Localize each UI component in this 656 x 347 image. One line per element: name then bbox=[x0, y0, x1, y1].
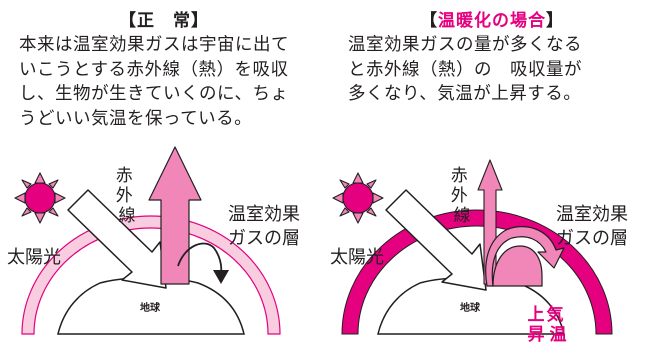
warming-heading: 【温暖化の場合】 bbox=[420, 11, 564, 31]
warming-diagram: 赤 外 線 温室効果 ガスの層 太陽光 地球 上 昇 気 温 bbox=[330, 159, 634, 345]
warming-panel: 【温暖化の場合】 温室効果ガスの量が多くなる と赤外線（熱）の 吸収量が 多くな… bbox=[328, 0, 656, 347]
warming-desc-line: 多くなり、気温が上昇する。 bbox=[348, 84, 582, 104]
normal-panel: 【正 常】 本来は温室効果ガスは宇宙に出て いこうとする赤外線（熱）を吸収 し、… bbox=[7, 11, 319, 335]
sunlight-label: 太陽光 bbox=[330, 247, 384, 268]
warming-description: 温室効果ガスの量が多くなる と赤外線（熱）の 吸収量が 多くなり、気温が上昇する… bbox=[348, 33, 643, 107]
normal-diagram: 赤 外 線 温室効果 ガスの層 太陽光 地球 bbox=[7, 146, 306, 335]
normal-title: 正 常 bbox=[137, 11, 191, 31]
absorbed-heat-body bbox=[492, 245, 543, 287]
absorbed-heat-arrow bbox=[485, 226, 565, 287]
infrared-label: 赤 外 線 bbox=[451, 166, 473, 226]
reflected-heat-arrow bbox=[177, 242, 223, 273]
reflected-arrowhead bbox=[213, 270, 229, 284]
normal-desc-line: し、生物が生きていくのに、ちょ bbox=[19, 84, 289, 104]
normal-desc-line: いこうとする赤外線（熱）を吸収 bbox=[19, 59, 289, 80]
sun-icon bbox=[14, 172, 66, 224]
normal-desc-line: 本来は温室効果ガスは宇宙に出て bbox=[19, 35, 289, 55]
normal-desc-line: うどいい気温を保っている。 bbox=[19, 108, 253, 129]
gas-layer-label: 温室効果 ガスの層 bbox=[228, 204, 306, 249]
earth-label: 地球 bbox=[460, 301, 481, 314]
infrared-label: 赤 外 線 bbox=[116, 166, 138, 226]
warming-title: 温暖化の場合 bbox=[438, 11, 546, 31]
normal-heading: 【正 常】 bbox=[119, 11, 209, 31]
sunlight-label: 太陽光 bbox=[7, 247, 61, 268]
warming-desc-line: と赤外線（熱）の 吸収量が bbox=[348, 59, 582, 80]
sunlight-arrow bbox=[385, 189, 487, 291]
normal-description: 本来は温室効果ガスは宇宙に出て いこうとする赤外線（熱）を吸収 し、生物が生きて… bbox=[19, 33, 319, 131]
warming-desc-line: 温室効果ガスの量が多くなる bbox=[348, 35, 582, 55]
gas-layer-label: 温室効果 ガスの層 bbox=[556, 204, 634, 249]
sun-icon bbox=[332, 172, 384, 224]
temperature-rise-label: 上 昇 気 温 bbox=[528, 304, 570, 345]
earth-label: 地球 bbox=[140, 301, 161, 314]
gas-layer-arc bbox=[21, 215, 281, 335]
